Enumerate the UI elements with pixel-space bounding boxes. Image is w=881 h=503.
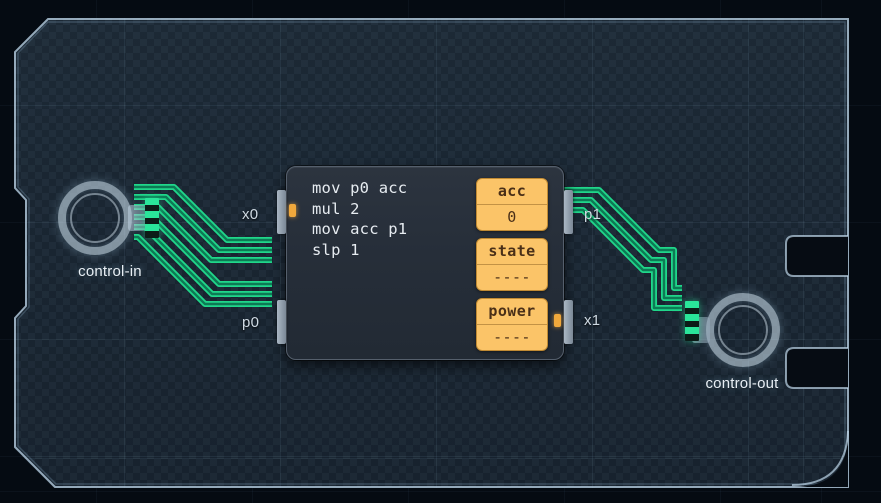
register-power-name: power (477, 299, 547, 325)
node-port-x0-indicator (289, 204, 296, 217)
connector-control-out[interactable]: control-out (690, 293, 794, 392)
register-acc-name: acc (477, 179, 547, 205)
register-state-name: state (477, 239, 547, 265)
connector-control-out-label: control-out (705, 375, 779, 392)
register-acc-value: 0 (507, 208, 517, 226)
port-label-p1: p1 (584, 206, 602, 223)
ring-connector-icon (58, 181, 146, 255)
node-port-x1-indicator (554, 314, 561, 327)
register-power-value: ---- (493, 328, 531, 346)
register-power[interactable]: power ---- (476, 298, 548, 351)
register-state-value: ---- (493, 268, 531, 286)
port-label-x1: x1 (584, 312, 601, 329)
node-port-p1[interactable] (564, 190, 573, 234)
port-label-x0: x0 (242, 206, 259, 223)
mc-controller-node[interactable]: mov p0 acc mul 2 mov acc p1 slp 1 acc 0 … (277, 166, 573, 360)
node-port-x1[interactable] (564, 300, 573, 344)
code-editor[interactable]: mov p0 acc mul 2 mov acc p1 slp 1 (312, 179, 408, 259)
pad-teeth-control-out (685, 301, 699, 341)
port-label-p0: p0 (242, 314, 260, 331)
connector-control-in[interactable]: control-in (58, 181, 162, 280)
register-acc[interactable]: acc 0 (476, 178, 548, 231)
register-panel: acc 0 state ---- power ---- (476, 178, 548, 358)
node-port-x0[interactable] (277, 190, 286, 234)
connector-control-in-label: control-in (78, 263, 142, 280)
node-port-p0[interactable] (277, 300, 286, 344)
ring-connector-icon (692, 293, 780, 367)
register-state[interactable]: state ---- (476, 238, 548, 291)
pad-teeth-control-in (145, 198, 159, 238)
circuit-board[interactable]: control-in control-out x0 p0 p1 x1 mov p… (14, 18, 849, 488)
